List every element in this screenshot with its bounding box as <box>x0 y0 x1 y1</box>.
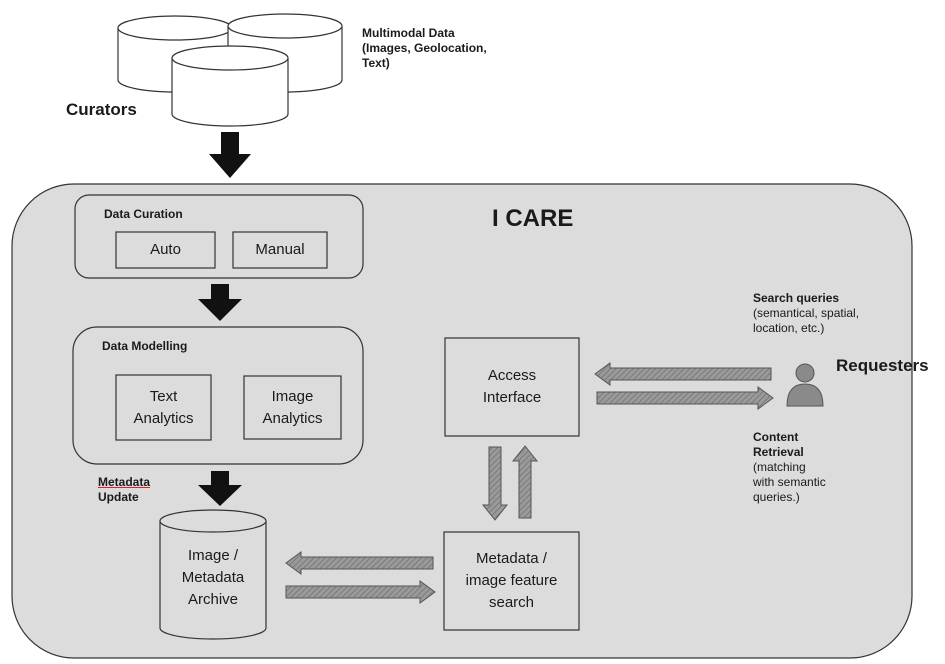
search-line-3: search <box>488 594 535 611</box>
content-retrieval-line-3: queries.) <box>753 490 800 504</box>
content-retrieval-label: Content Retrieval (matching with semanti… <box>753 430 826 505</box>
modelling-to-archive-arrow <box>198 471 242 506</box>
search-queries-line-2: location, etc.) <box>753 321 825 335</box>
metadata-update-label: Metadata Update <box>98 475 150 505</box>
curators-down-arrow <box>209 132 251 178</box>
archive-line-1: Image / <box>187 547 239 564</box>
image-analytics-line-2: Analytics <box>262 409 323 427</box>
search-queries-label: Search queries (semantical, spatial, loc… <box>753 291 859 336</box>
content-retrieval-title-2: Retrieval <box>753 445 804 459</box>
metadata-update-line-1: Metadata <box>98 475 151 489</box>
retrieval-out-arrow <box>596 386 774 410</box>
access-interface-box <box>444 337 580 437</box>
requesters-label: Requesters <box>836 356 929 375</box>
metadata-search-box <box>443 531 580 631</box>
image-analytics-box <box>243 375 342 440</box>
manual-box <box>232 231 328 269</box>
curators-label: Curators <box>66 100 137 119</box>
access-line-2: Interface <box>482 389 542 406</box>
search-queries-line-1: (semantical, spatial, <box>753 306 860 320</box>
queries-in-arrow <box>594 362 772 386</box>
auto-label: Auto <box>150 241 181 258</box>
database-cylinder-front <box>171 45 289 127</box>
text-analytics-box <box>115 374 212 441</box>
archive-line-2: Metadata <box>181 569 245 586</box>
search-to-archive-arrow <box>285 551 434 575</box>
search-line-2: image feature <box>465 572 558 589</box>
text-analytics-line-1: Text <box>149 387 178 405</box>
search-label: Metadata / image feature search <box>444 532 579 630</box>
curation-to-modelling-arrow <box>198 284 242 321</box>
archive-to-search-arrow <box>285 580 436 604</box>
source-subtitle-2: Text) <box>362 56 390 70</box>
search-to-access-arrow <box>511 445 539 519</box>
content-retrieval-title-1: Content <box>753 430 799 444</box>
manual-label: Manual <box>255 241 305 258</box>
source-title: Multimodal Data <box>362 26 455 40</box>
archive-line-3: Archive <box>187 591 239 608</box>
search-queries-title: Search queries <box>753 291 840 305</box>
archive-cylinder <box>159 509 267 640</box>
data-curation-title: Data Curation <box>104 207 183 221</box>
access-interface-label: Access Interface <box>445 338 579 436</box>
source-subtitle-1: (Images, Geolocation, <box>362 41 487 55</box>
image-analytics-label: Image Analytics <box>244 376 341 439</box>
search-line-1: Metadata / <box>476 550 547 567</box>
text-analytics-label: Text Analytics <box>116 375 211 440</box>
system-title: I CARE <box>492 205 574 232</box>
content-retrieval-line-2: with semantic <box>753 475 826 489</box>
source-data-label: Multimodal Data (Images, Geolocation, Te… <box>362 26 487 71</box>
image-analytics-line-1: Image <box>271 387 314 405</box>
content-retrieval-line-1: (matching <box>753 460 806 474</box>
text-analytics-line-2: Analytics <box>133 409 194 427</box>
source-database-group <box>117 13 343 127</box>
access-to-search-arrow <box>481 446 509 521</box>
person-icon <box>786 363 824 407</box>
access-line-1: Access <box>487 367 537 384</box>
auto-box <box>115 231 216 269</box>
archive-label: Image / Metadata Archive <box>160 536 266 620</box>
data-modelling-title: Data Modelling <box>102 339 188 353</box>
metadata-update-line-2: Update <box>98 490 139 504</box>
